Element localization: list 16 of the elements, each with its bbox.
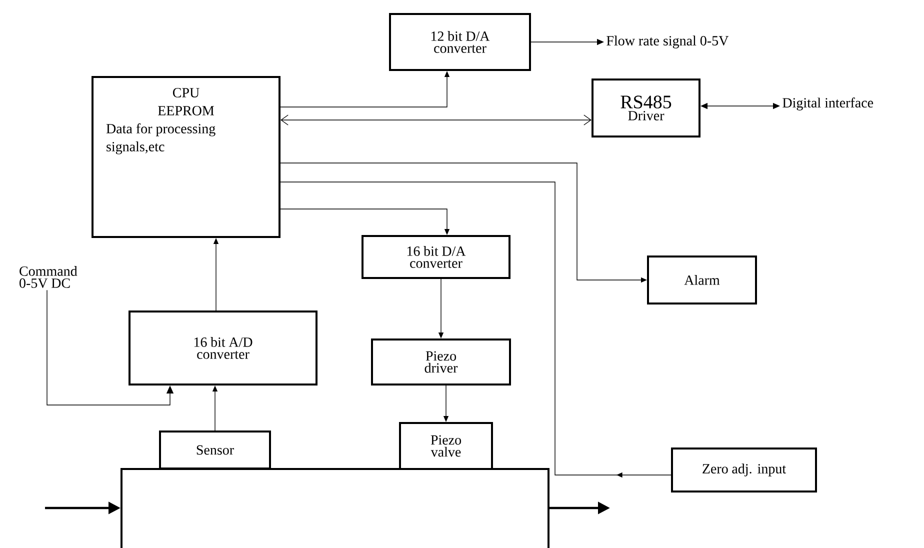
signal-label: Flow rate signal 0-5V	[606, 36, 729, 48]
command-label: Command 0-5V DC	[20, 266, 78, 288]
converter-box: 12 bit D/A converter	[389, 13, 531, 71]
arrow	[280, 182, 672, 478]
driver-box: RS485 Driver	[592, 78, 700, 138]
cpu-box: CPU EEPROM Data for processing signals,etc	[92, 76, 280, 238]
interface-label: Digital interface	[782, 98, 874, 110]
driver-box: Piezo driver	[371, 338, 511, 386]
alarm-box: Alarm	[647, 256, 757, 304]
sensor-box: Sensor	[159, 430, 271, 470]
input-box: Zero adj. input	[671, 448, 817, 492]
body-box	[120, 468, 550, 548]
arrow	[280, 114, 592, 126]
converter-box: 16 bit A/D converter	[128, 310, 318, 386]
valve-box: Piezo valve	[399, 422, 493, 470]
converter-box: 16 bit D/A converter	[362, 235, 510, 279]
